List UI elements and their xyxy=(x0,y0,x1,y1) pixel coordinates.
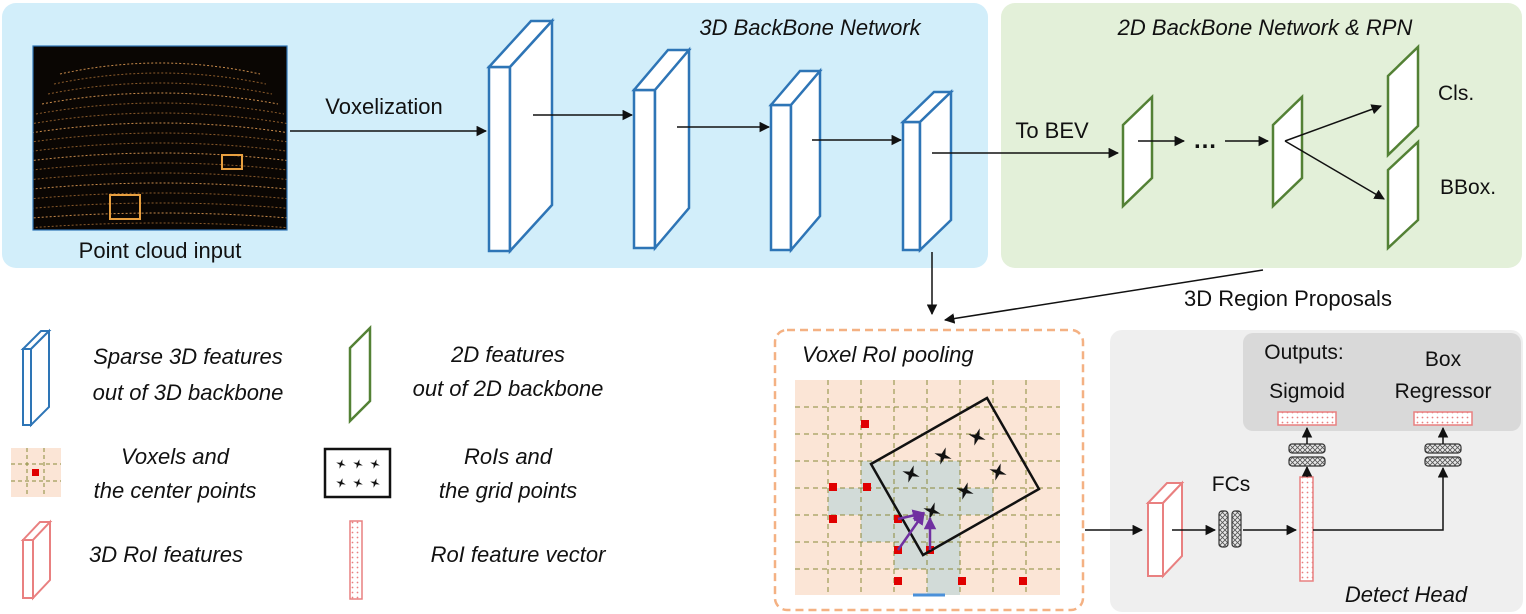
roi-grid-point xyxy=(968,428,986,446)
cls-arrow xyxy=(1284,104,1382,142)
legend-3d-roi-icon xyxy=(20,519,53,601)
legend-2d-feature-icon xyxy=(348,324,372,425)
roi-grid-point xyxy=(902,465,920,483)
outputs-panel xyxy=(1243,333,1521,431)
point-cloud-image xyxy=(32,45,288,231)
box-regressor-output-vector xyxy=(1413,411,1473,426)
voxel-center-point xyxy=(958,577,966,585)
roi-box xyxy=(869,396,1041,557)
legend-roi-icon xyxy=(323,447,392,499)
sparse-3d-feature-block-1 xyxy=(486,17,555,255)
regressor-label: Regressor xyxy=(1395,380,1492,403)
roi-grid-point xyxy=(934,447,952,465)
legend-voxel-icon xyxy=(11,448,61,497)
sparse-3d-feature-block-2 xyxy=(631,46,692,252)
legend-roi-vector-icon xyxy=(349,520,363,600)
legend-roi-line1: RoIs and xyxy=(464,444,553,469)
legend-roi-grid-point xyxy=(370,478,380,488)
fc-layers xyxy=(1218,510,1242,548)
cls-feature xyxy=(1386,44,1420,158)
roi-grid-point xyxy=(956,482,974,500)
pooling-purple-arrows xyxy=(896,509,937,551)
legend-roi-grid-point xyxy=(370,459,380,469)
backbone2d-title: 2D BackBone Network & RPN xyxy=(1117,15,1413,40)
legend-2d-feature-line2: out of 2D backbone xyxy=(413,376,604,401)
voxel-center-point xyxy=(1019,577,1027,585)
vector-to-box-fc-connector xyxy=(1313,466,1449,531)
voxel-roi-pooling-title: Voxel RoI pooling xyxy=(802,342,974,367)
roi-grid-point xyxy=(989,463,1007,481)
region-proposals-arrow xyxy=(943,269,1264,324)
legend-roi-grid-point xyxy=(353,459,363,469)
to-bev-label: To BEV xyxy=(1015,118,1089,143)
legend-2d-feature-line1: 2D features xyxy=(450,342,565,367)
bbox-label: BBox. xyxy=(1440,176,1496,199)
sigmoid-fc-layers xyxy=(1288,443,1326,467)
bbox-feature xyxy=(1386,139,1420,251)
legend-3d-roi-label: 3D RoI features xyxy=(89,542,243,567)
2d-feature-2 xyxy=(1271,94,1304,209)
backbone3d-title: 3D BackBone Network xyxy=(699,15,921,40)
roi-feature-vector xyxy=(1299,476,1314,582)
cls-label: Cls. xyxy=(1438,82,1474,105)
voxel-center-point xyxy=(829,483,837,491)
sigmoid-label: Sigmoid xyxy=(1269,380,1345,403)
legend-roi-grid-point xyxy=(336,459,346,469)
ellipsis-label: … xyxy=(1193,127,1217,154)
legend-sparse-3d-line1: Sparse 3D features xyxy=(93,344,283,369)
point-cloud-label: Point cloud input xyxy=(79,238,242,263)
voxelization-label: Voxelization xyxy=(325,94,442,119)
voxel-center-point xyxy=(863,483,871,491)
roi-grid-points xyxy=(902,428,1007,520)
legend-roi-grid-point xyxy=(353,478,363,488)
legend-voxel-line1: Voxels and xyxy=(121,444,230,469)
fcs-label: FCs xyxy=(1212,473,1251,496)
bbox-arrow xyxy=(1284,140,1385,200)
sparse-3d-feature-block-4 xyxy=(899,89,955,253)
legend-roi-vector-label: RoI feature vector xyxy=(431,542,608,567)
voxel-center-point xyxy=(829,515,837,523)
box-label: Box xyxy=(1425,348,1462,371)
legend-sparse-3d-icon xyxy=(20,328,52,428)
legend-roi-line2: the grid points xyxy=(439,478,577,503)
sparse-3d-feature-block-3 xyxy=(768,67,823,254)
voxel-grid xyxy=(795,380,1060,597)
legend-voxel-line2: the center points xyxy=(94,478,257,503)
outputs-label: Outputs: xyxy=(1264,341,1343,364)
legend-roi-grid-point xyxy=(336,478,346,488)
detect-head-title: Detect Head xyxy=(1345,582,1468,607)
3d-roi-feature-block xyxy=(1145,480,1185,579)
2d-feature-1 xyxy=(1121,94,1154,209)
region-proposals-label: 3D Region Proposals xyxy=(1184,286,1392,311)
sigmoid-output-vector xyxy=(1277,411,1337,426)
legend-sparse-3d-line2: out of 3D backbone xyxy=(93,380,284,405)
voxel-center-point xyxy=(861,420,869,428)
voxel-center-point xyxy=(894,577,902,585)
roi-grid-point xyxy=(923,502,941,520)
